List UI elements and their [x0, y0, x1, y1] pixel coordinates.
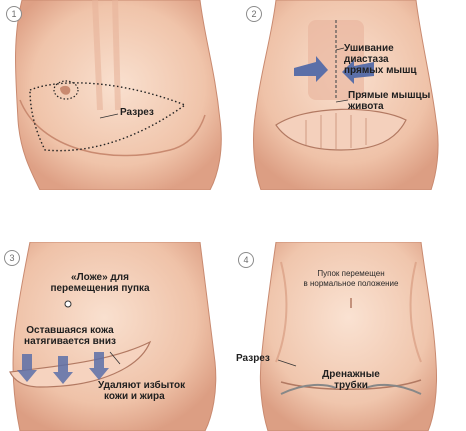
flap-stripes — [305, 113, 367, 149]
waist-shadow-left — [275, 261, 288, 363]
label-rectus-line-2: живота — [348, 101, 384, 112]
label-navel-bed-line-2: перемещения пупка — [50, 283, 150, 294]
arrow-3 — [89, 352, 109, 380]
diastasis-pointer — [335, 47, 345, 51]
label-rectus-line-1: Прямые мышцы — [348, 90, 431, 101]
label-incision-4: Разрез — [236, 353, 270, 364]
incision-scar — [280, 379, 422, 390]
arrow-1 — [17, 354, 37, 382]
incision-dotted-line — [29, 82, 187, 152]
arrow-right — [342, 60, 374, 84]
panel-number-3: 3 — [4, 250, 20, 266]
waist-shadow-right — [409, 261, 422, 363]
panel-number-2: 2 — [246, 6, 262, 22]
arrow-left — [294, 56, 328, 82]
panel-1: 1 Разрез — [0, 0, 232, 190]
belly-bulge — [19, 99, 206, 157]
label-incision-1: Разрез — [120, 107, 154, 118]
label-navel-bed-line-1: «Ложе» для — [71, 272, 129, 283]
incision-pointer — [99, 113, 119, 119]
incision-pointer — [277, 359, 297, 367]
label-diastasis-line-1: Ушивание — [344, 43, 394, 54]
label-diastasis-line-3: прямых мышц — [344, 65, 417, 76]
panel-4: 4 Пупок перемещен в нормальное положение… — [236, 242, 466, 431]
drain-tube-right — [365, 383, 422, 395]
navel-dotted-circle — [53, 80, 79, 100]
panel-number-4: 4 — [238, 252, 254, 268]
panel-3: 3 «Ложе» для перемещения пупка Оставшаяс… — [0, 242, 232, 431]
navel-bed — [64, 300, 72, 308]
label-navel-moved-line-2: в нормальное положение — [303, 279, 399, 288]
label-drains-line-1: Дренажные — [322, 369, 380, 380]
label-skin-pulled-line-2: натягивается вниз — [24, 336, 116, 347]
drain-tube-left — [280, 383, 337, 395]
excess-pointer — [109, 351, 121, 365]
arrow-2 — [53, 356, 73, 384]
label-excess-line-2: кожи и жира — [104, 391, 165, 402]
navel — [60, 85, 71, 95]
retracted-flap — [275, 108, 407, 151]
label-drains-line-2: трубки — [334, 380, 368, 391]
panel-number-1: 1 — [6, 6, 22, 22]
panel-2: 2 Ушивание диастаза прямых мышц Прямые м… — [236, 0, 466, 190]
label-navel-moved-line-1: Пупок перемещен — [317, 269, 385, 278]
rectus-pointer — [335, 99, 349, 103]
muscle-lines — [92, 0, 121, 111]
panel-3-illustration — [9, 242, 217, 431]
label-diastasis-line-2: диастаза — [344, 54, 389, 65]
panel-2-illustration — [253, 0, 439, 190]
label-skin-pulled-line-1: Оставшаяся кожа — [26, 325, 114, 336]
lower-flap — [9, 340, 152, 388]
panel-1-illustration — [15, 0, 222, 190]
label-excess-line-1: Удаляют избыток — [98, 380, 186, 391]
